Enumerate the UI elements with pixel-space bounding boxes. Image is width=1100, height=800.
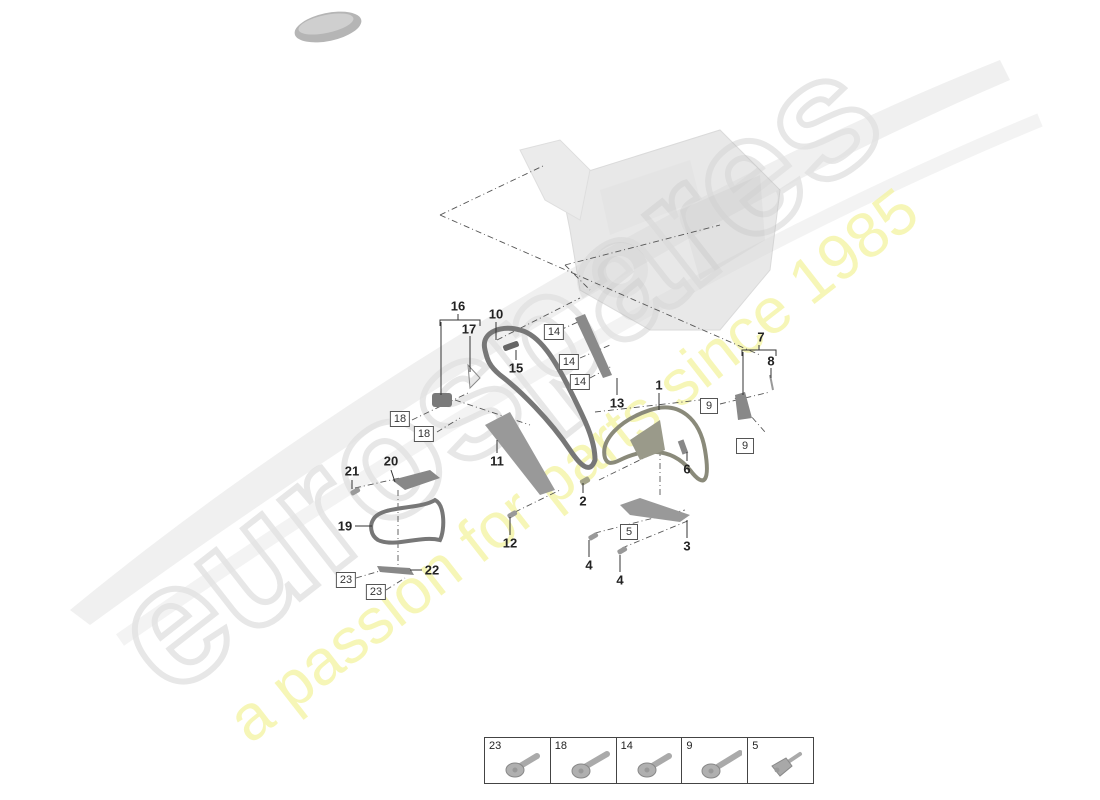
callout-4b: 4 <box>616 572 624 588</box>
tensioner-rail-part[interactable] <box>485 412 555 495</box>
legend-cell-14[interactable]: 14 <box>617 738 683 783</box>
callout-1: 1 <box>655 377 663 393</box>
fastener-legend: 23 18 14 9 5 <box>484 737 814 784</box>
callout-2: 2 <box>579 493 587 509</box>
torx-bolt-medium-icon <box>571 751 610 779</box>
boxed-ref-14c: 14 <box>569 374 591 390</box>
legend-cell-23[interactable]: 23 <box>485 738 551 783</box>
legend-cell-9[interactable]: 9 <box>682 738 749 783</box>
pin-part[interactable] <box>677 439 689 455</box>
timing-chain-part[interactable] <box>481 325 598 470</box>
torx-bolt-short-icon <box>505 753 540 778</box>
oil-pump-chain-part[interactable] <box>369 497 446 545</box>
callout-7: 7 <box>757 329 765 345</box>
boxed-ref-23a: 23 <box>335 572 357 588</box>
bracket-part[interactable] <box>735 392 752 420</box>
shoulder-bolt-icon <box>771 752 803 777</box>
chain-guide-part[interactable] <box>575 314 612 378</box>
cover-cap-part[interactable] <box>292 6 364 48</box>
callout-22: 22 <box>424 562 440 578</box>
legend-label: 14 <box>620 740 633 752</box>
torx-bolt-long-icon <box>701 750 743 779</box>
boxed-ref-14b: 14 <box>558 354 580 370</box>
oil-pump-tensioner-part[interactable] <box>392 470 440 490</box>
legend-cell-18[interactable]: 18 <box>551 738 617 783</box>
pin-part-8[interactable] <box>769 374 774 391</box>
secondary-chain-part[interactable] <box>602 405 709 483</box>
engine-block-part <box>519 129 781 331</box>
legend-label: 5 <box>752 740 759 752</box>
boxed-ref-14a: 14 <box>543 324 565 340</box>
callout-15: 15 <box>508 360 524 376</box>
callout-16: 16 <box>450 298 466 314</box>
boxed-ref-23b: 23 <box>365 584 387 600</box>
callout-19: 19 <box>337 518 353 534</box>
legend-cell-5[interactable]: 5 <box>748 738 813 783</box>
callout-21: 21 <box>344 463 360 479</box>
bolt-part[interactable] <box>350 487 361 496</box>
callout-8: 8 <box>767 353 775 369</box>
callout-10: 10 <box>488 306 504 322</box>
legend-label: 9 <box>686 740 693 752</box>
callout-6: 6 <box>683 461 691 477</box>
callout-20: 20 <box>383 453 399 469</box>
chain-tensioner-part[interactable] <box>432 363 481 407</box>
bolt-part[interactable] <box>579 476 591 486</box>
boxed-ref-18a: 18 <box>389 411 411 427</box>
oil-pump-guide-part[interactable] <box>377 566 414 575</box>
callout-13: 13 <box>609 395 625 411</box>
bolt-part[interactable] <box>507 510 518 519</box>
callout-3: 3 <box>683 538 691 554</box>
boxed-ref-9b: 9 <box>736 438 754 454</box>
callout-11: 11 <box>490 453 504 469</box>
legend-label: 18 <box>554 740 568 752</box>
torx-bolt-short-icon <box>637 753 672 778</box>
boxed-ref-5: 5 <box>620 524 638 540</box>
boxed-ref-18b: 18 <box>413 426 435 442</box>
bolt-part[interactable] <box>588 532 599 541</box>
bolt-part[interactable] <box>617 546 628 555</box>
callout-17: 17 <box>461 321 477 337</box>
guide-rail-part[interactable] <box>620 498 690 522</box>
boxed-ref-9a: 9 <box>700 398 718 414</box>
callout-4a: 4 <box>585 557 593 573</box>
legend-label: 23 <box>489 740 502 752</box>
callout-12: 12 <box>502 535 518 551</box>
